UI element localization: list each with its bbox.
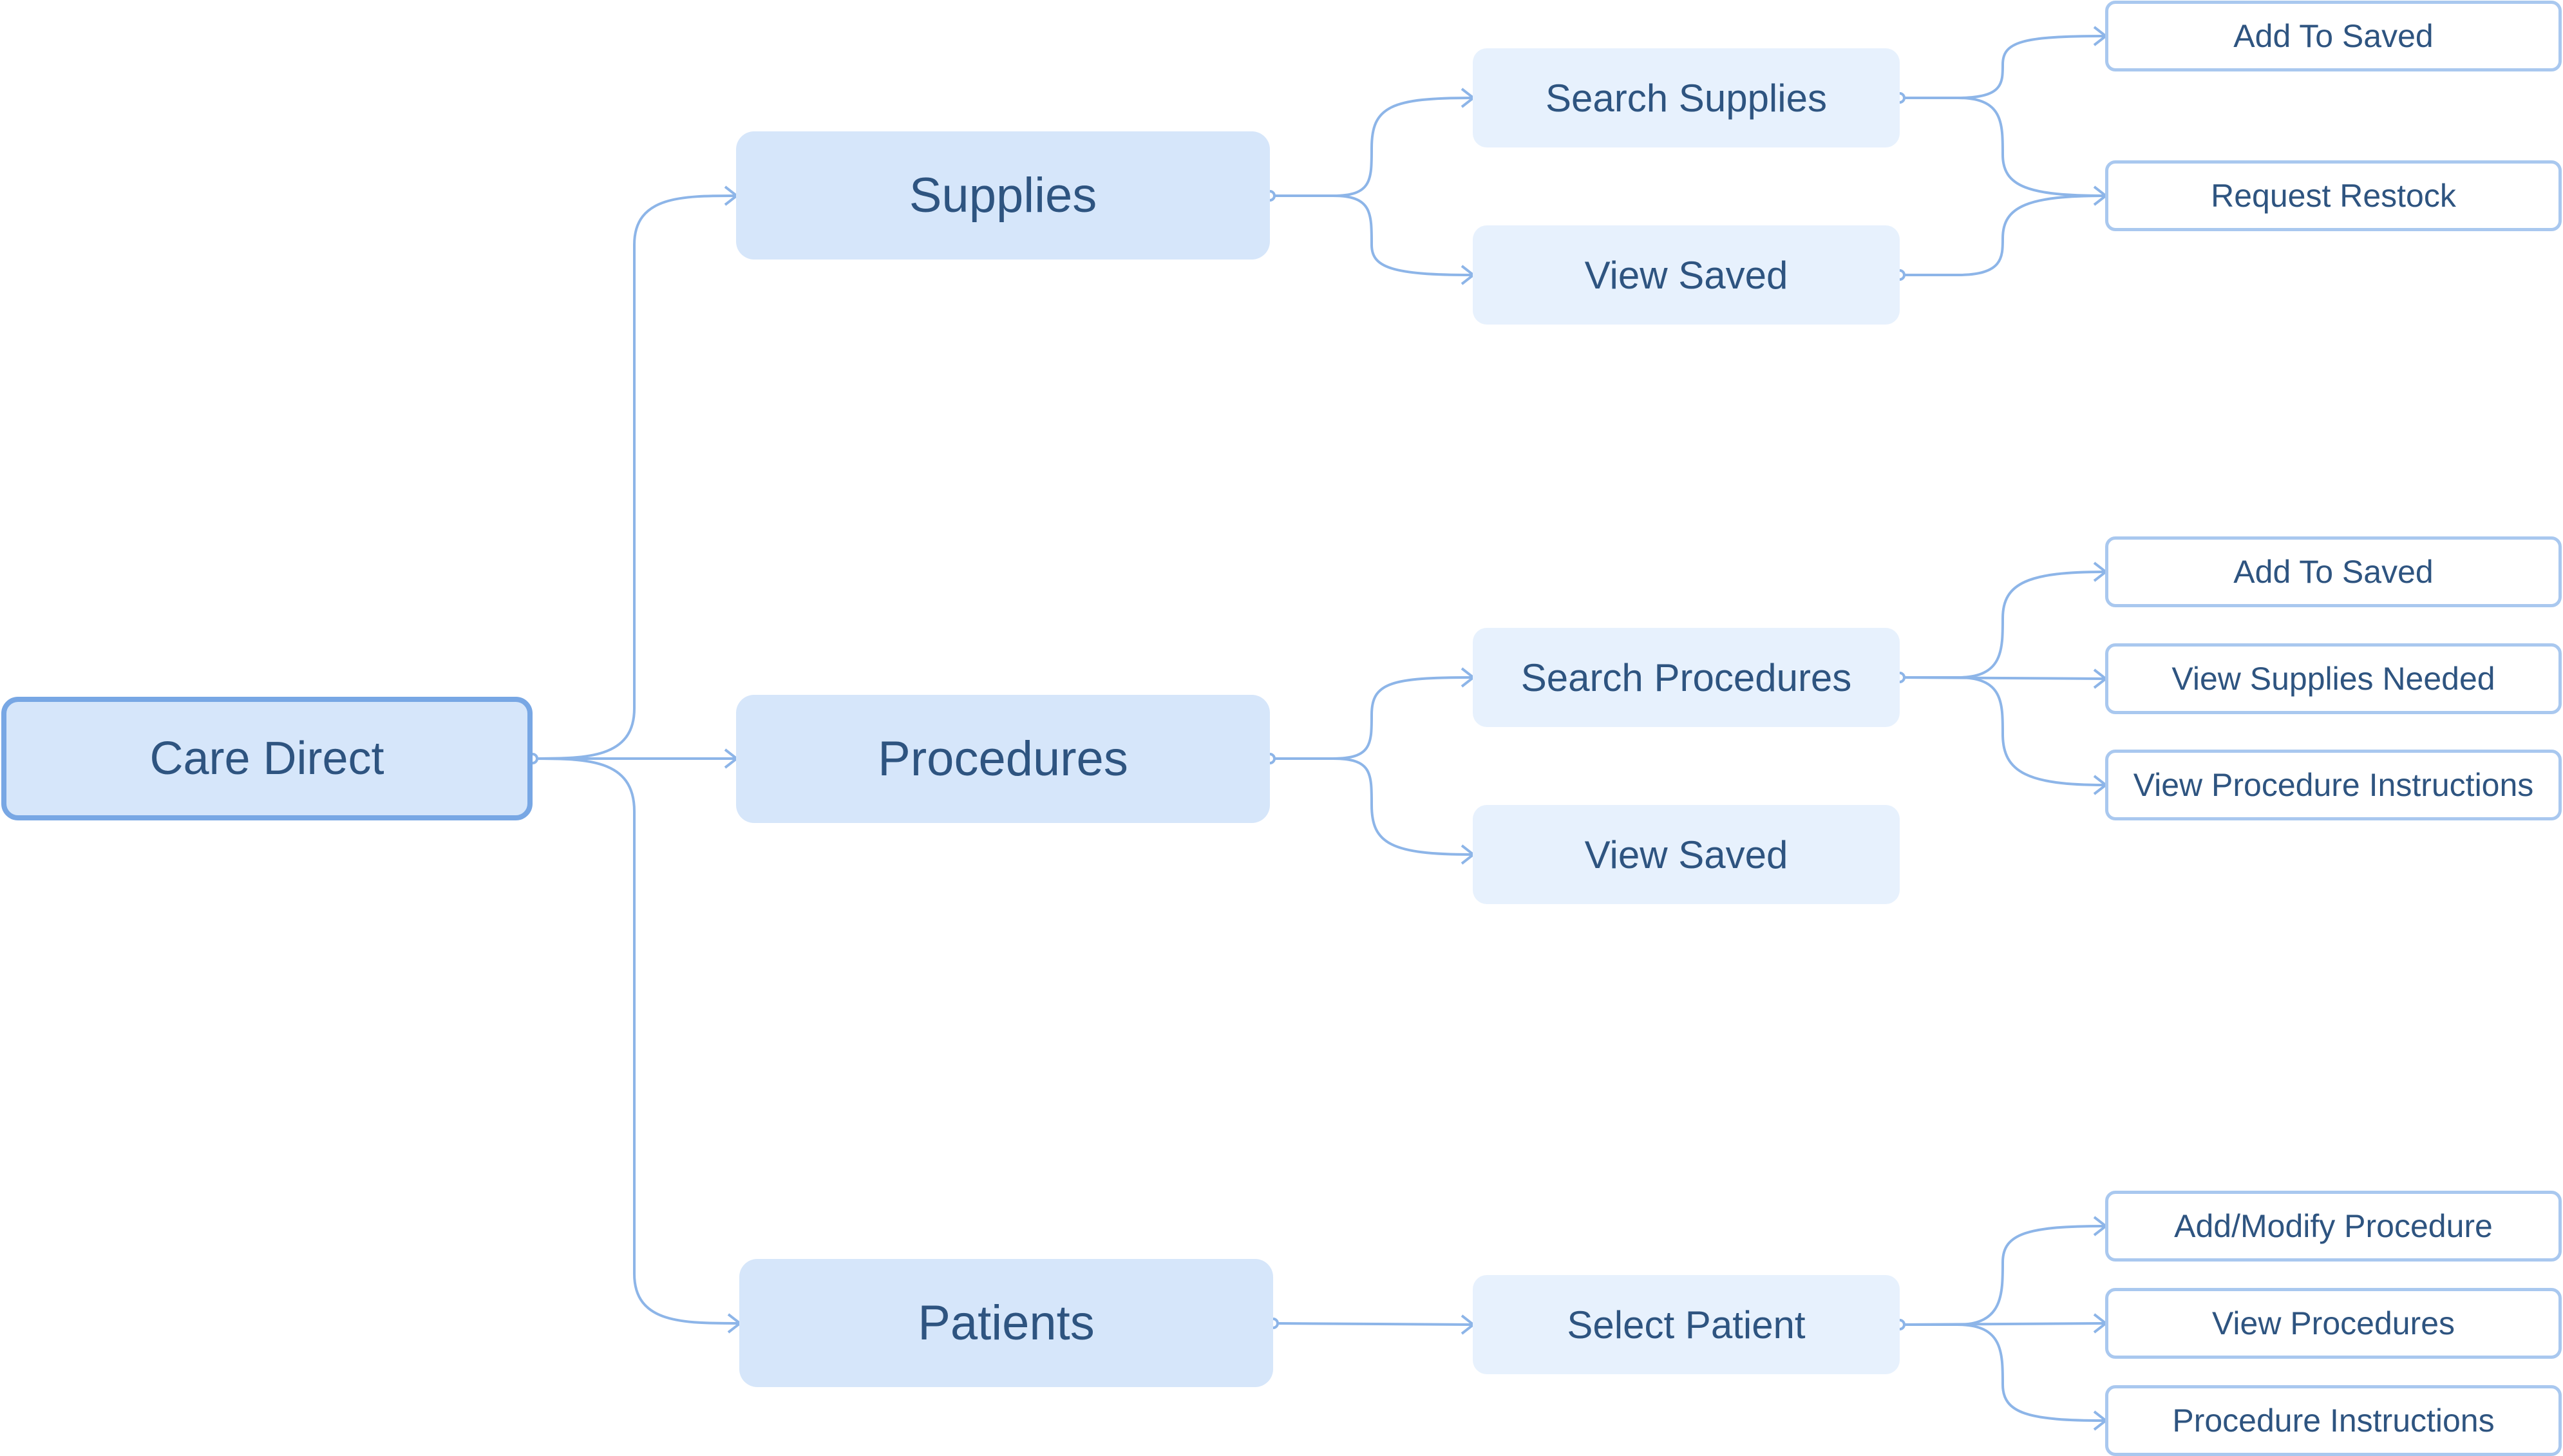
node-search-procedures[interactable]: Search Procedures xyxy=(1473,628,1900,727)
link-root-patients xyxy=(532,757,739,1325)
node-select-patient-label: Select Patient xyxy=(1567,1303,1806,1347)
root-node-care-direct[interactable]: Care Direct xyxy=(1,697,533,820)
link-supplies-search xyxy=(1270,97,1473,197)
node-procedures-add-to-saved-label: Add To Saved xyxy=(2233,554,2434,590)
node-supplies-view-saved[interactable]: View Saved xyxy=(1473,225,1900,325)
node-add-modify-procedure[interactable]: Add/Modify Procedure xyxy=(2105,1191,2562,1262)
link-selectpatient-addmodify xyxy=(1900,1225,2105,1326)
link-procedures-viewsaved xyxy=(1270,757,1473,856)
link-procedures-search xyxy=(1270,676,1473,760)
node-view-procedure-instructions-label: View Procedure Instructions xyxy=(2133,767,2534,803)
link-selectpatient-instructions xyxy=(1900,1323,2105,1422)
node-procedure-instructions[interactable]: Procedure Instructions xyxy=(2105,1385,2562,1456)
node-procedures-view-saved-label: View Saved xyxy=(1584,833,1788,876)
node-add-modify-procedure-label: Add/Modify Procedure xyxy=(2174,1208,2493,1244)
node-procedures-add-to-saved[interactable]: Add To Saved xyxy=(2105,536,2562,607)
link-searchprocedures-addtosaved xyxy=(1900,571,2105,679)
root-node-label: Care Direct xyxy=(149,733,384,784)
node-procedure-instructions-label: Procedure Instructions xyxy=(2172,1403,2495,1439)
node-procedures[interactable]: Procedures xyxy=(736,695,1270,823)
node-supplies-add-to-saved-label: Add To Saved xyxy=(2233,18,2434,54)
node-patients[interactable]: Patients xyxy=(739,1259,1273,1387)
node-search-procedures-label: Search Procedures xyxy=(1520,656,1852,699)
node-view-procedures[interactable]: View Procedures xyxy=(2105,1288,2562,1359)
link-searchsupplies-restock xyxy=(1900,97,2105,197)
node-supplies-label: Supplies xyxy=(909,168,1097,223)
node-procedures-view-saved[interactable]: View Saved xyxy=(1473,805,1900,904)
node-procedures-label: Procedures xyxy=(878,732,1128,786)
node-request-restock[interactable]: Request Restock xyxy=(2105,160,2562,231)
link-searchprocedures-instructions xyxy=(1900,676,2105,786)
node-view-supplies-needed[interactable]: View Supplies Needed xyxy=(2105,643,2562,714)
node-patients-label: Patients xyxy=(918,1296,1095,1350)
node-view-procedures-label: View Procedures xyxy=(2211,1305,2455,1341)
node-search-supplies-label: Search Supplies xyxy=(1546,76,1827,120)
link-supplies-viewsaved xyxy=(1270,194,1473,276)
node-supplies-view-saved-label: View Saved xyxy=(1584,253,1788,297)
node-search-supplies[interactable]: Search Supplies xyxy=(1473,48,1900,147)
link-viewsaved-restock xyxy=(1900,194,2105,276)
link-searchsupplies-addtosaved xyxy=(1900,35,2105,99)
node-view-procedure-instructions[interactable]: View Procedure Instructions xyxy=(2105,750,2562,820)
node-select-patient[interactable]: Select Patient xyxy=(1473,1275,1900,1374)
link-patients-select xyxy=(1272,1322,1473,1326)
link-root-supplies xyxy=(532,194,736,760)
node-view-supplies-needed-label: View Supplies Needed xyxy=(2171,661,2495,697)
node-supplies-add-to-saved[interactable]: Add To Saved xyxy=(2105,1,2562,71)
node-request-restock-label: Request Restock xyxy=(2211,178,2456,214)
node-supplies[interactable]: Supplies xyxy=(736,131,1270,260)
